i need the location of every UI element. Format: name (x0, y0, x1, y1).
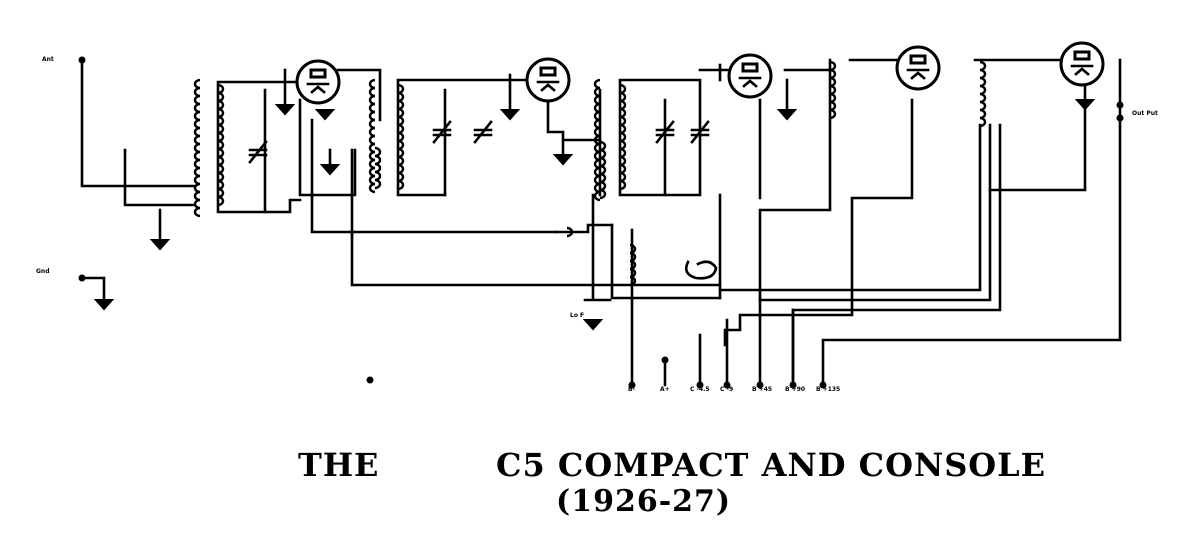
wire (396, 78, 527, 197)
terminal-dot (1116, 114, 1124, 122)
tube-grid-filament (906, 68, 930, 80)
wire (310, 196, 557, 234)
title-years: (1926-27) (556, 484, 732, 519)
terminal-dot (723, 381, 731, 389)
ground-icon (319, 164, 341, 176)
wire (758, 123, 992, 302)
ground-label: Gnd (36, 268, 50, 275)
terminal-dot (696, 381, 704, 389)
wire (336, 68, 382, 122)
ground-icon (274, 104, 296, 116)
tube-grid-filament (1070, 64, 1094, 76)
terminal-label: B +90 (785, 386, 806, 393)
terminal-dot (789, 381, 797, 389)
secondary-coil (593, 78, 601, 202)
ground-symbols (93, 99, 1096, 331)
secondary-coil (368, 78, 376, 194)
terminal-dot (756, 381, 764, 389)
tube-plate (309, 68, 327, 79)
terminal-dots (78, 56, 1124, 389)
ground-icon (1074, 99, 1096, 111)
filament-switch-label: Lo F (570, 312, 585, 319)
primary-coil (217, 83, 225, 207)
terminal-label: B +135 (816, 386, 841, 393)
ground-icon (776, 109, 798, 121)
variable-capacitor (473, 120, 493, 144)
wire (350, 233, 722, 287)
wire (546, 98, 565, 157)
terminal-label: C -4.5 (690, 386, 710, 393)
wire (758, 58, 832, 300)
ground-icon (149, 239, 171, 251)
choke-coil (979, 60, 987, 128)
wire (80, 276, 106, 302)
wire (821, 58, 1122, 387)
secondary-coil (193, 78, 201, 218)
wire (216, 80, 302, 214)
terminal-dot (661, 356, 669, 364)
wire (583, 193, 612, 302)
terminal-dot (78, 274, 86, 282)
tube-grid-filament (306, 82, 330, 94)
wire (80, 58, 197, 188)
vacuum-tubes (295, 41, 1105, 105)
ground-icon (582, 319, 604, 331)
vacuum-tube (727, 53, 773, 99)
ground-icon (314, 109, 336, 121)
vacuum-tube (525, 57, 571, 103)
tube-plate (539, 66, 557, 77)
ground-icon (552, 154, 574, 166)
wire (988, 68, 1087, 192)
terminal-label: A+ (660, 386, 670, 393)
vacuum-tube (1059, 41, 1105, 87)
variable-capacitor (248, 140, 268, 164)
wire (553, 223, 614, 234)
antenna-label: Ant (42, 56, 54, 63)
tube-plate (741, 62, 759, 73)
primary-coil (619, 83, 627, 191)
output-label: Out Put (1132, 110, 1158, 117)
terminal-label: B- (628, 386, 636, 393)
terminal-dot (1116, 101, 1124, 109)
primary-coil (374, 146, 382, 190)
wire (723, 98, 914, 347)
terminal-dot (628, 381, 636, 389)
vacuum-tube (895, 45, 941, 91)
variable-capacitor (432, 120, 452, 144)
terminal-dot (78, 56, 86, 64)
ground-icon (93, 299, 115, 311)
primary-coil (599, 140, 607, 200)
wiring (80, 58, 1122, 387)
tube-plate (909, 54, 927, 65)
ground-icon (499, 109, 521, 121)
vacuum-tube (295, 59, 341, 105)
title-prefix: THE (298, 446, 380, 484)
switch-symbol (684, 260, 718, 280)
resistor (566, 226, 574, 238)
terminal-dot (366, 376, 374, 384)
terminal-dot (819, 381, 827, 389)
choke-coil (829, 60, 837, 120)
tube-grid-filament (536, 80, 560, 92)
tube-grid-filament (738, 76, 762, 88)
tube-plate (1073, 50, 1091, 61)
wire (123, 148, 197, 207)
terminal-label: B +45 (752, 386, 773, 393)
wire (610, 223, 722, 300)
coils (193, 60, 987, 287)
terminal-label: C -9 (720, 386, 734, 393)
variable-capacitor (655, 120, 675, 144)
variable-capacitor (690, 120, 710, 144)
wire (298, 98, 357, 197)
wire (718, 123, 982, 292)
primary-coil (397, 83, 405, 191)
resistor (629, 243, 637, 287)
title-main: C5 COMPACT AND CONSOLE (496, 446, 1047, 484)
